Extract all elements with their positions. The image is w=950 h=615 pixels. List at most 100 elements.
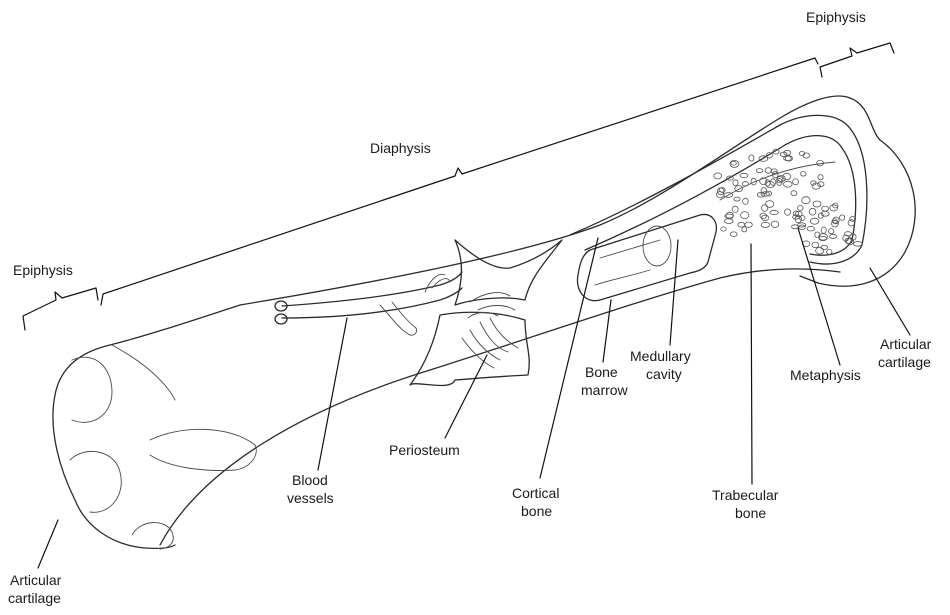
left-condyle-lower [132,523,173,549]
leader-trabecular-bone [751,244,752,484]
trabecular-pore [784,181,793,187]
label-diaphysis: Diaphysis [370,140,431,156]
label-epiphysis-right: Epiphysis [806,9,866,25]
trabecular-pore [771,221,779,227]
label-articular-cartilage-left-line2: cartilage [8,590,61,606]
trabecular-pores [714,149,862,254]
trabecular-pore [749,155,754,161]
label-blood-vessels-line2: vessels [287,490,334,506]
braces [23,43,894,330]
trabecular-pore [743,198,749,204]
label-trabecular-bone: Trabecular bone [712,487,782,521]
trabecular-pore [741,212,749,219]
periosteum-lower-flap [410,312,529,385]
trabecular-pore [829,229,834,234]
label-cortical-bone: Cortical bone [512,485,563,519]
leader-articular-cartilage-left [38,520,58,568]
trabecular-pore [735,186,743,192]
left-end-inner-line [112,345,175,400]
epiphysis-right-brace [820,43,894,77]
metaphysis-line [720,162,835,200]
label-trabecular-bone-line1: Trabecular [712,487,779,503]
trabecular-pore [762,205,768,212]
label-cortical-bone-line1: Cortical [512,485,559,501]
periosteum-flap [410,240,562,386]
trabecular-pore [816,247,824,254]
leader-periosteum [445,355,487,438]
label-blood-vessels-line1: Blood [292,472,328,488]
left-epiphysis-outline [53,305,240,548]
trabecular-pore [742,227,747,232]
trabecular-pore [742,182,748,186]
trabecular-pore [830,234,837,238]
leader-cortical-bone [540,238,598,478]
label-bone-marrow: Bone marrow [581,364,629,398]
cutaway-section [570,115,867,300]
trabecular-pore [785,209,791,215]
trabecular-pore [730,232,737,237]
trabecular-pore [827,249,832,254]
leader-bone-marrow [603,300,611,362]
label-articular-cartilage-left: Articular cartilage [8,572,65,606]
trabecular-pore [721,227,726,231]
right-epiphysis-outline [800,98,915,286]
label-bone-marrow-line1: Bone [585,364,618,380]
trabecular-pore [798,205,804,210]
medullary-cavity-shape [577,214,716,300]
label-articular-cartilage-right-line2: cartilage [878,354,931,370]
trabecular-pore [745,222,752,227]
trabecular-pore [784,156,792,161]
epiphysis-left-brace [23,288,98,330]
trabecular-pore [756,169,763,173]
trabecular-pore [714,173,722,179]
label-blood-vessels: Blood vessels [287,472,334,506]
trabecular-pore [784,150,791,155]
trabecular-pore [840,215,845,220]
left-condyle-middle [70,451,121,512]
label-medullary-cavity: Medullary cavity [630,348,695,382]
trabecular-pore [793,179,799,185]
label-medullary-cavity-line1: Medullary [630,348,691,364]
left-condyle-upper [72,357,112,422]
label-periosteum: Periosteum [389,442,460,458]
label-articular-cartilage-right-line1: Articular [880,336,932,352]
trabecular-pore [734,197,740,201]
labels: Epiphysis Diaphysis Epiphysis Articular … [8,9,935,606]
leader-metaphysis [798,228,840,365]
marrow-cross-section [643,226,671,266]
trabecular-pore [818,175,823,180]
trabecular-pore [770,210,778,214]
trabecular-pore [821,227,826,233]
trabecular-pore [738,222,745,227]
trabecular-pore [800,215,805,220]
trabecular-pore [848,220,855,226]
trabecular-pore [818,182,824,187]
leader-blood-vessels [318,318,347,470]
shaft-upper-edge [240,96,850,305]
diaphysis-brace [101,58,818,305]
trabecular-pore [801,172,806,177]
trabecular-pore [822,206,829,211]
trabecular-pore [761,222,770,227]
label-articular-cartilage-right: Articular cartilage [878,336,935,370]
trabecular-pore [725,219,734,224]
bone-outline [53,96,915,549]
trabecular-pore [810,218,819,224]
label-cortical-bone-line2: bone [521,503,552,519]
trabecular-pore [731,161,736,165]
trabecular-pore [766,201,774,208]
trabecular-pore [802,197,810,204]
trabecular-pore [853,242,862,247]
marrow-fill-line [595,240,660,285]
periosteum-fibers [462,318,518,368]
trabecular-pore [807,226,814,231]
leader-articular-cartilage-right [870,268,910,335]
label-trabecular-bone-line2: bone [735,505,766,521]
vessel-end-2 [275,314,287,324]
trabecular-pore [813,201,821,207]
trabecular-pore [791,191,797,196]
cortical-cut-inner [585,136,856,256]
periosteum-vessel-branch [468,293,515,318]
blood-vessels [275,272,462,335]
